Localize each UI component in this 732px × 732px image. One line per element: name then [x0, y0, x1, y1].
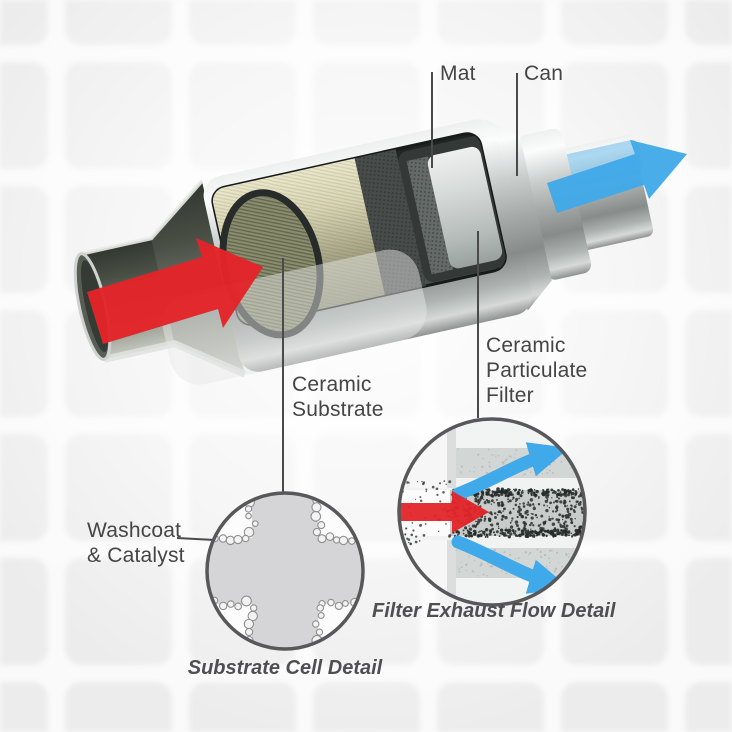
red-exhaust-in-arrow [87, 238, 263, 344]
soot-inlet-arrow [399, 491, 489, 533]
filter-flow-detail-inset [397, 417, 587, 607]
substrate-cell-detail-inset [205, 491, 365, 651]
inset-circle-outline [205, 491, 365, 651]
ceramic-particulate-filter-body [427, 146, 503, 269]
inset-circle-outline [397, 417, 587, 607]
substrate-face [219, 189, 324, 339]
blue-exhaust-out-arrow [547, 140, 687, 213]
cell-wall-horizontal [207, 538, 363, 604]
flow-down-arrow [451, 535, 570, 594]
leader-lines [176, 72, 518, 542]
flow-up-arrow [451, 442, 570, 501]
can-front-half-ghost [162, 249, 427, 385]
